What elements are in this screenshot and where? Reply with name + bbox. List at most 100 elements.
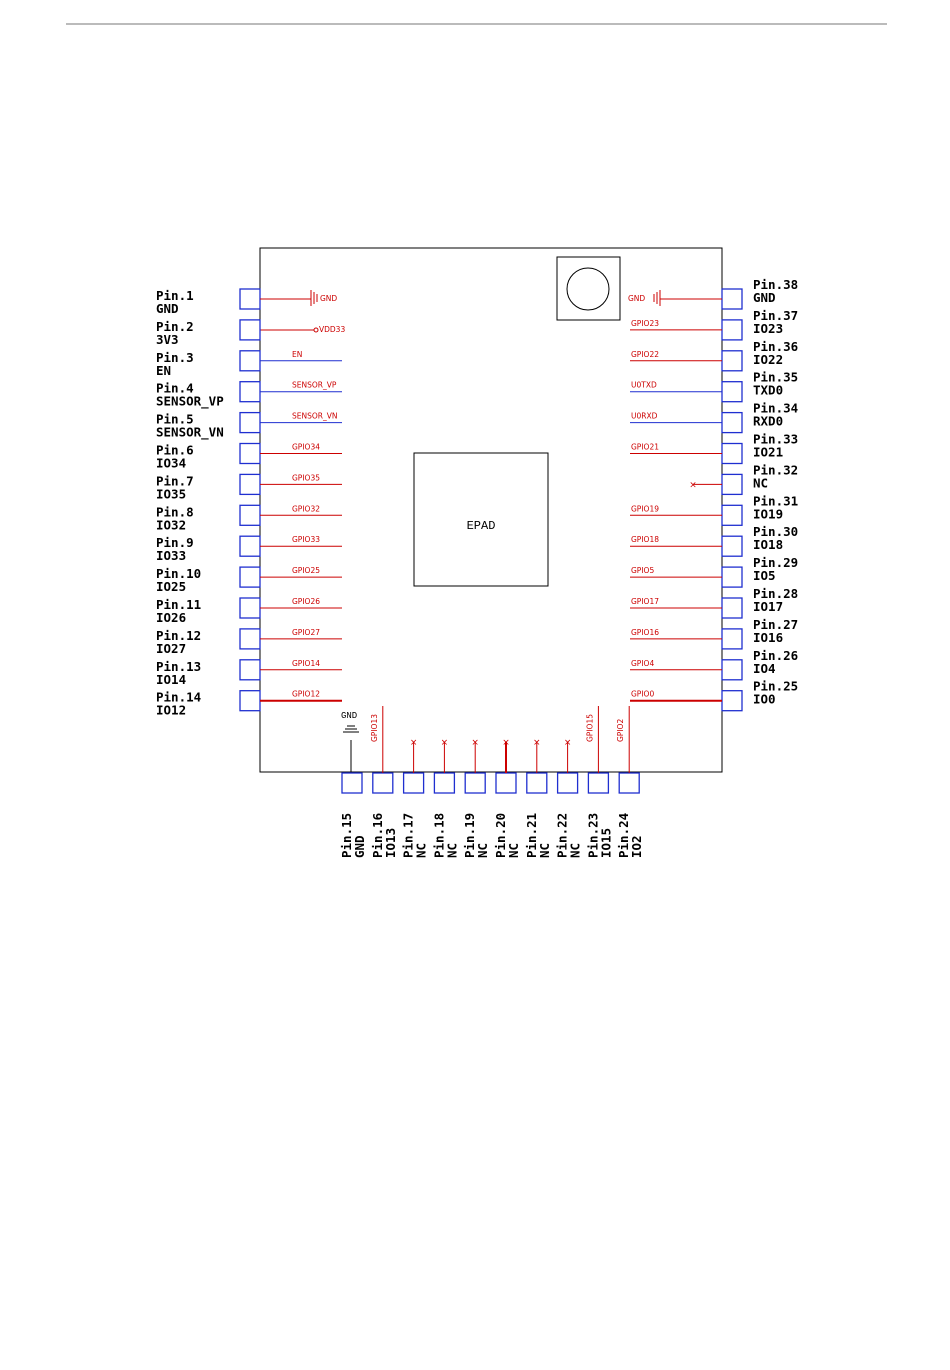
pin-pad-right bbox=[721, 473, 743, 496]
pin-pad-right bbox=[721, 319, 743, 341]
net-label: GPIO32 bbox=[292, 504, 320, 513]
gnd-label-left: GND bbox=[320, 294, 337, 303]
net-label: GPIO23 bbox=[631, 319, 659, 328]
net-label: GPIO15 bbox=[585, 714, 594, 742]
pin-pad-left bbox=[239, 690, 261, 712]
pin-name-label: IO32 bbox=[156, 517, 186, 532]
pin-name-label: NC bbox=[568, 843, 583, 858]
net-label: GPIO25 bbox=[292, 566, 320, 575]
nc-marker-icon: × bbox=[410, 738, 418, 748]
pin-name-label: 3V3 bbox=[156, 332, 179, 347]
pin-number-label: Pin.2 bbox=[156, 319, 194, 334]
pin-name-label: IO27 bbox=[156, 641, 186, 656]
pin-number-label: Pin.24 bbox=[616, 813, 631, 858]
pin-number-label: Pin.29 bbox=[753, 555, 798, 570]
pin-number-label: Pin.6 bbox=[156, 443, 194, 458]
net-label: GPIO16 bbox=[631, 628, 659, 637]
pin-name-label: IO35 bbox=[156, 486, 186, 501]
pin-number-label: Pin.11 bbox=[156, 597, 201, 612]
net-label: GPIO14 bbox=[292, 659, 320, 668]
pin-name-label: GND bbox=[753, 290, 776, 305]
pin-name-label: SENSOR_VN bbox=[156, 425, 224, 441]
pin-number-label: Pin.26 bbox=[753, 648, 798, 663]
pin-name-label: IO2 bbox=[629, 835, 644, 858]
nc-marker-icon: × bbox=[564, 738, 572, 748]
pin-number-label: Pin.18 bbox=[431, 813, 446, 858]
pin-pad-left bbox=[239, 659, 261, 681]
antenna-box bbox=[556, 256, 621, 321]
gnd-label-right: GND bbox=[628, 294, 645, 303]
pin-name-label: IO5 bbox=[753, 568, 776, 583]
nc-marker-icon: × bbox=[502, 738, 510, 748]
net-label: GPIO0 bbox=[631, 690, 654, 699]
pin-name-label: IO17 bbox=[753, 599, 783, 614]
pin-pad-right bbox=[721, 381, 743, 403]
net-label: GPIO2 bbox=[616, 719, 625, 742]
pin-pad-left bbox=[239, 288, 261, 310]
pin-number-label: Pin.35 bbox=[753, 370, 798, 385]
pin-name-label: RXD0 bbox=[753, 414, 783, 429]
nc-marker-icon: × bbox=[689, 480, 697, 490]
pin-number-label: Pin.5 bbox=[156, 412, 194, 427]
net-label: SENSOR_VN bbox=[292, 412, 337, 421]
pin-name-label: IO25 bbox=[156, 579, 186, 594]
pin-pad-bottom bbox=[618, 772, 640, 794]
pin-pad-right bbox=[721, 628, 743, 650]
pin-name-label: NC bbox=[537, 843, 552, 858]
pin-number-label: Pin.19 bbox=[462, 813, 477, 858]
pin-number-label: Pin.3 bbox=[156, 350, 194, 365]
pin-number-label: Pin.22 bbox=[555, 813, 570, 858]
pin-name-label: IO18 bbox=[753, 537, 783, 552]
pin-number-label: Pin.14 bbox=[156, 690, 201, 705]
net-label: GPIO27 bbox=[292, 628, 320, 637]
pin-pad-right bbox=[721, 535, 743, 557]
vdd-terminal bbox=[313, 327, 319, 333]
pin-number-label: Pin.21 bbox=[524, 813, 539, 858]
pin-name-label: IO15 bbox=[598, 828, 613, 858]
pin-name-label: IO14 bbox=[156, 672, 186, 687]
pin-name-label: NC bbox=[444, 843, 459, 858]
pin-pad-bottom bbox=[587, 772, 610, 794]
gnd-label-bottom: GND bbox=[341, 711, 357, 721]
net-label: GPIO18 bbox=[631, 535, 659, 544]
pin-number-label: Pin.37 bbox=[753, 308, 798, 323]
pin-number-label: Pin.34 bbox=[753, 401, 798, 416]
pin-pad-left bbox=[239, 597, 261, 619]
pin-number-label: Pin.38 bbox=[753, 277, 798, 292]
pin-pad-left bbox=[239, 628, 261, 650]
pin-pad-left bbox=[239, 473, 261, 496]
pin-name-label: NC bbox=[414, 843, 429, 858]
pin-pad-left bbox=[239, 411, 261, 434]
pin-pad-left bbox=[239, 319, 261, 341]
pin-pad-left bbox=[239, 504, 261, 526]
pin-pad-right bbox=[721, 659, 743, 681]
net-label: GPIO5 bbox=[631, 566, 654, 575]
pin-number-label: Pin.15 bbox=[339, 813, 354, 858]
pin-pad-bottom bbox=[556, 772, 579, 794]
pin-name-label: TXD0 bbox=[753, 383, 783, 398]
pin-name-label: IO4 bbox=[753, 661, 776, 676]
pin-name-label: IO19 bbox=[753, 506, 783, 521]
pin-pad-right bbox=[721, 411, 743, 434]
net-label: EN bbox=[292, 350, 302, 359]
pin-pad-bottom bbox=[372, 772, 394, 794]
net-label: SENSOR_VP bbox=[292, 381, 337, 390]
pin-number-label: Pin.32 bbox=[753, 462, 798, 477]
net-label: U0RXD bbox=[631, 412, 658, 421]
pin-number-label: Pin.27 bbox=[753, 617, 798, 632]
pin-name-label: NC bbox=[753, 475, 768, 490]
pin-name-label: SENSOR_VP bbox=[156, 394, 224, 410]
net-label: GPIO17 bbox=[631, 597, 659, 606]
pin-number-label: Pin.23 bbox=[585, 813, 600, 858]
net-label: GPIO26 bbox=[292, 597, 320, 606]
epad-label: EPAD bbox=[467, 519, 496, 533]
gnd-symbol-right bbox=[653, 290, 661, 306]
net-label: GPIO33 bbox=[292, 535, 320, 544]
pin-number-label: Pin.1 bbox=[156, 288, 194, 303]
pin-name-label: NC bbox=[475, 843, 490, 858]
net-label: GPIO4 bbox=[631, 659, 654, 668]
pin-pad-left bbox=[239, 442, 261, 465]
pin-name-label: EN bbox=[156, 363, 171, 378]
pin-name-label: GND bbox=[156, 301, 179, 316]
